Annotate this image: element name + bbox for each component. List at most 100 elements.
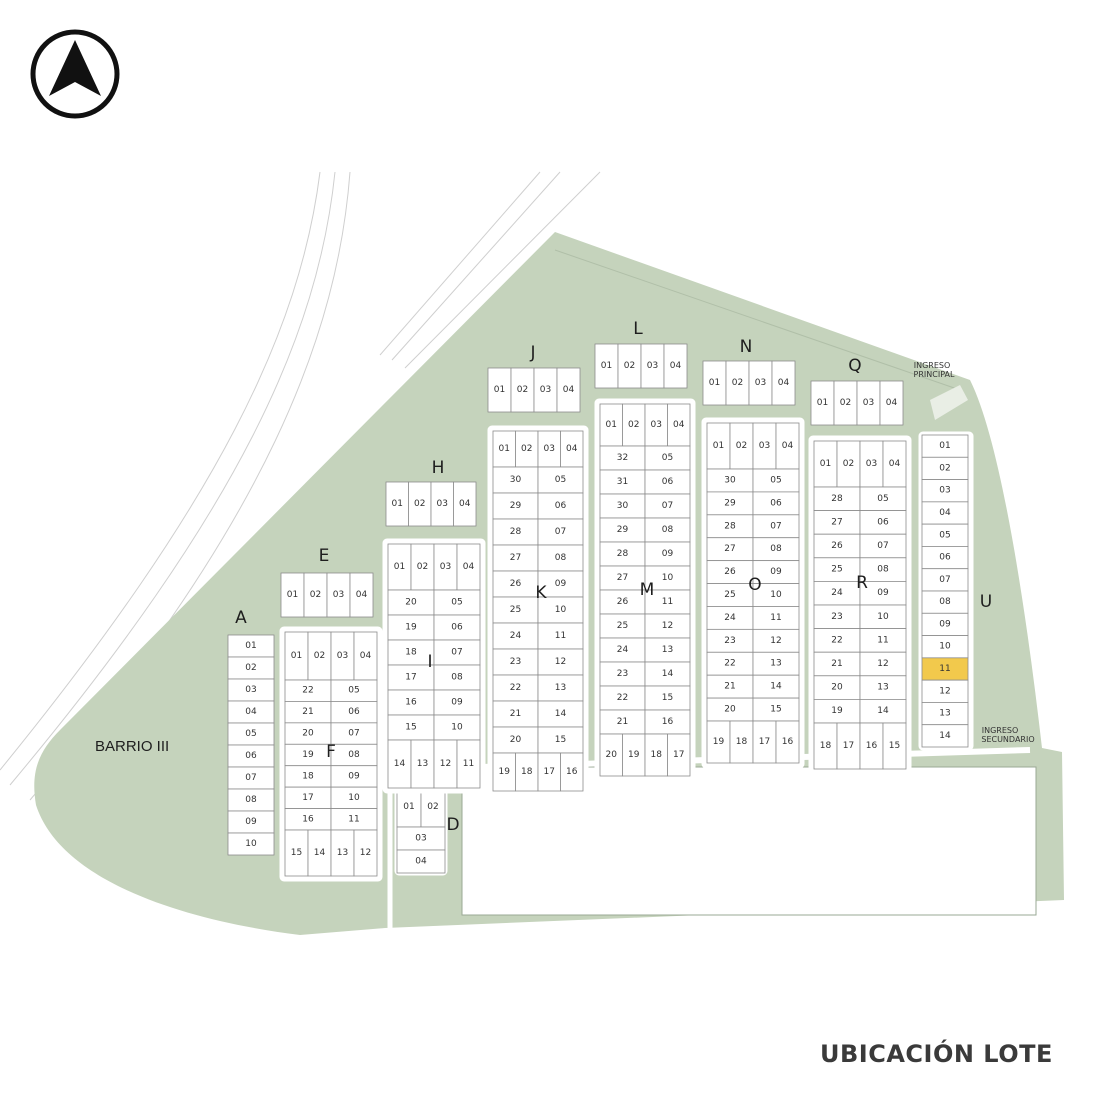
lot-M-18[interactable]: 18	[644, 733, 668, 777]
lot-F-18[interactable]: 18	[284, 765, 332, 788]
lot-O-21[interactable]: 21	[706, 674, 754, 699]
lot-N-03[interactable]: 03	[748, 360, 773, 406]
lot-R-22[interactable]: 22	[813, 628, 861, 653]
lot-Q-01[interactable]: 01	[810, 380, 835, 426]
lot-K-01[interactable]: 01	[492, 430, 516, 468]
lot-R-24[interactable]: 24	[813, 581, 861, 606]
lot-M-20[interactable]: 20	[599, 733, 623, 777]
lot-F-19[interactable]: 19	[284, 743, 332, 767]
lot-L-02[interactable]: 02	[617, 343, 642, 389]
lot-I-05[interactable]: 05	[433, 589, 481, 616]
lot-N-02[interactable]: 02	[725, 360, 750, 406]
lot-F-03[interactable]: 03	[330, 631, 355, 681]
lot-F-11[interactable]: 11	[330, 808, 378, 831]
lot-K-09[interactable]: 09	[537, 570, 584, 598]
lot-K-07[interactable]: 07	[537, 518, 584, 546]
lot-O-05[interactable]: 05	[752, 468, 800, 493]
lot-M-08[interactable]: 08	[644, 517, 691, 543]
lot-F-07[interactable]: 07	[330, 722, 378, 745]
lot-O-18[interactable]: 18	[729, 720, 754, 764]
lot-I-20[interactable]: 20	[387, 589, 435, 616]
lot-O-13[interactable]: 13	[752, 651, 800, 676]
lot-U-01[interactable]: 01	[921, 434, 969, 458]
lot-K-14[interactable]: 14	[537, 700, 584, 728]
lot-M-10[interactable]: 10	[644, 565, 691, 591]
lot-M-07[interactable]: 07	[644, 493, 691, 519]
lot-R-19[interactable]: 19	[813, 699, 861, 724]
lot-O-20[interactable]: 20	[706, 697, 754, 722]
lot-I-15[interactable]: 15	[387, 714, 435, 741]
lot-K-23[interactable]: 23	[492, 648, 539, 676]
lot-R-25[interactable]: 25	[813, 557, 861, 582]
lot-E-04[interactable]: 04	[349, 572, 374, 618]
lot-M-24[interactable]: 24	[599, 637, 646, 663]
lot-M-12[interactable]: 12	[644, 613, 691, 639]
lot-Q-02[interactable]: 02	[833, 380, 858, 426]
lot-L-01[interactable]: 01	[594, 343, 619, 389]
lot-O-03[interactable]: 03	[752, 422, 777, 470]
lot-R-06[interactable]: 06	[859, 510, 907, 535]
lot-K-13[interactable]: 13	[537, 674, 584, 702]
lot-O-06[interactable]: 06	[752, 491, 800, 516]
lot-K-27[interactable]: 27	[492, 544, 539, 572]
lot-K-02[interactable]: 02	[515, 430, 539, 468]
lot-F-13[interactable]: 13	[330, 829, 355, 877]
lot-F-06[interactable]: 06	[330, 701, 378, 724]
lot-R-18[interactable]: 18	[813, 722, 838, 770]
lot-J-04[interactable]: 04	[556, 367, 581, 413]
lot-H-04[interactable]: 04	[453, 481, 477, 527]
lot-M-06[interactable]: 06	[644, 469, 691, 495]
lot-K-28[interactable]: 28	[492, 518, 539, 546]
lot-O-14[interactable]: 14	[752, 674, 800, 699]
lot-F-08[interactable]: 08	[330, 743, 378, 767]
lot-K-11[interactable]: 11	[537, 622, 584, 650]
lot-M-11[interactable]: 11	[644, 589, 691, 615]
lot-I-19[interactable]: 19	[387, 614, 435, 641]
lot-O-08[interactable]: 08	[752, 537, 800, 562]
lot-O-23[interactable]: 23	[706, 628, 754, 653]
lot-M-01[interactable]: 01	[599, 403, 623, 447]
lot-K-06[interactable]: 06	[537, 492, 584, 520]
lot-M-26[interactable]: 26	[599, 589, 646, 615]
lot-O-24[interactable]: 24	[706, 606, 754, 630]
lot-I-16[interactable]: 16	[387, 689, 435, 716]
lot-O-09[interactable]: 09	[752, 560, 800, 584]
lot-L-03[interactable]: 03	[640, 343, 665, 389]
lot-R-03[interactable]: 03	[859, 440, 884, 488]
lot-A-02[interactable]: 02	[227, 656, 275, 680]
lot-K-30[interactable]: 30	[492, 466, 539, 494]
lot-I-14[interactable]: 14	[387, 739, 412, 789]
lot-M-28[interactable]: 28	[599, 541, 646, 567]
lot-K-21[interactable]: 21	[492, 700, 539, 728]
lot-F-22[interactable]: 22	[284, 679, 332, 702]
lot-I-09[interactable]: 09	[433, 689, 481, 716]
lot-R-28[interactable]: 28	[813, 486, 861, 512]
lot-O-17[interactable]: 17	[752, 720, 777, 764]
lot-K-24[interactable]: 24	[492, 622, 539, 650]
lot-I-01[interactable]: 01	[387, 543, 412, 591]
lot-M-29[interactable]: 29	[599, 517, 646, 543]
lot-K-22[interactable]: 22	[492, 674, 539, 702]
lot-F-02[interactable]: 02	[307, 631, 332, 681]
lot-J-02[interactable]: 02	[510, 367, 535, 413]
lot-M-09[interactable]: 09	[644, 541, 691, 567]
lot-R-15[interactable]: 15	[882, 722, 907, 770]
lot-R-27[interactable]: 27	[813, 510, 861, 535]
lot-I-10[interactable]: 10	[433, 714, 481, 741]
lot-R-07[interactable]: 07	[859, 533, 907, 559]
lot-O-01[interactable]: 01	[706, 422, 731, 470]
lot-U-02[interactable]: 02	[921, 456, 969, 480]
lot-K-04[interactable]: 04	[560, 430, 584, 468]
lot-F-12[interactable]: 12	[353, 829, 378, 877]
lot-R-14[interactable]: 14	[859, 699, 907, 724]
lot-A-01[interactable]: 01	[227, 634, 275, 658]
lot-M-23[interactable]: 23	[599, 661, 646, 687]
lot-M-05[interactable]: 05	[644, 445, 691, 471]
lot-K-05[interactable]: 05	[537, 466, 584, 494]
lot-U-10[interactable]: 10	[921, 635, 969, 659]
lot-K-16[interactable]: 16	[560, 752, 584, 792]
lot-O-15[interactable]: 15	[752, 697, 800, 722]
lot-K-26[interactable]: 26	[492, 570, 539, 598]
lot-F-09[interactable]: 09	[330, 765, 378, 788]
lot-O-04[interactable]: 04	[775, 422, 800, 470]
